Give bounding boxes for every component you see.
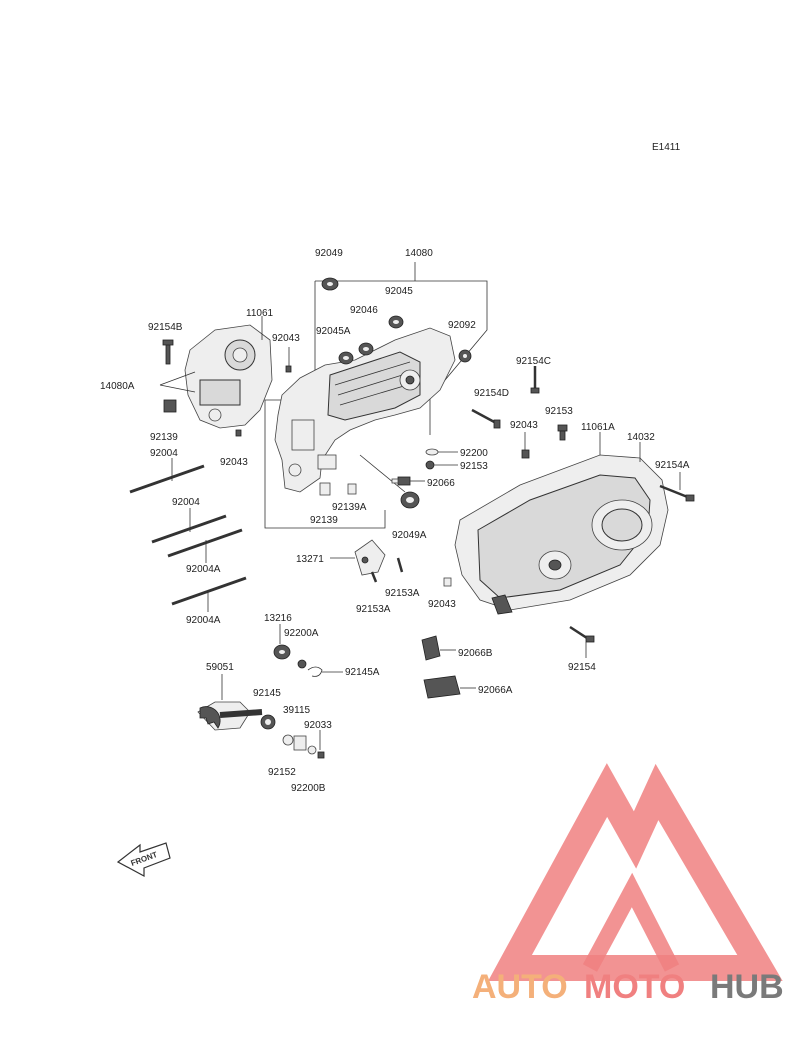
label-92139A: 92139A — [332, 502, 367, 513]
gear-13216 — [273, 644, 291, 660]
label-92154: 92154 — [568, 662, 596, 673]
label-92046: 92046 — [350, 305, 378, 316]
oil-seal-92049A — [400, 491, 420, 509]
label-92004A-b: 92004A — [186, 615, 221, 626]
pin-92043d — [443, 577, 452, 587]
label-92153-a: 92153 — [545, 406, 573, 417]
bolt-92154B — [162, 339, 174, 365]
label-92153-b: 92153 — [460, 461, 488, 472]
label-92045: 92045 — [385, 286, 413, 297]
watermark-hub: HUB — [710, 968, 784, 1006]
crankcase-right-14080A — [184, 324, 273, 429]
label-92154A: 92154A — [655, 460, 690, 471]
watermark-moto: MOTO — [584, 968, 685, 1006]
pin-92043a — [285, 365, 292, 373]
label-13271: 13271 — [296, 554, 324, 565]
bolt-92154 — [569, 625, 595, 643]
label-92004-b: 92004 — [172, 497, 200, 508]
label-92049A: 92049A — [392, 530, 427, 541]
pin-92043b — [235, 429, 242, 437]
label-92066B: 92066B — [458, 648, 493, 659]
clip-92033 — [317, 751, 325, 759]
label-92145: 92145 — [253, 688, 281, 699]
label-92153A-2: 92153A — [356, 604, 391, 615]
label-92066A: 92066A — [478, 685, 513, 696]
bolt-92153a — [557, 424, 568, 441]
damper-92066A — [423, 675, 461, 699]
label-92154C: 92154C — [516, 356, 551, 367]
label-92066: 92066 — [427, 478, 455, 489]
label-39115: 39115 — [283, 705, 311, 716]
bearing-92045A — [338, 351, 354, 365]
label-92200B: 92200B — [291, 783, 326, 794]
bolt-92154C — [530, 366, 540, 394]
washer-92200A — [297, 659, 307, 669]
label-11061: 11061 — [246, 308, 274, 319]
bushing-39115 — [293, 735, 307, 751]
diagram-code: E1411 — [652, 142, 681, 153]
watermark-logo: AUTO MOTO HUB — [472, 763, 784, 1006]
bearing-92046 — [358, 342, 374, 356]
bolt-92153A1 — [370, 571, 378, 583]
pin-92043c — [521, 449, 530, 459]
label-92004A-a: 92004A — [186, 564, 221, 575]
bolt-92153A2 — [396, 557, 404, 573]
washer-92200 — [425, 448, 439, 456]
label-92200A: 92200A — [284, 628, 319, 639]
label-92145A: 92145A — [345, 667, 380, 678]
label-13216: 13216 — [264, 613, 292, 624]
label-92045A: 92045A — [316, 326, 351, 337]
label-92154B: 92154B — [148, 322, 183, 333]
label-92139-a: 92139 — [150, 432, 178, 443]
bolt-92153 — [425, 460, 435, 470]
label-92153A-1: 92153A — [385, 588, 420, 599]
clutch-cover-11061A — [454, 454, 669, 615]
label-92092: 92092 — [448, 320, 476, 331]
stud-92004Ab — [171, 576, 247, 606]
group-bracket-14080 — [415, 280, 488, 435]
dowel-92139A — [347, 483, 357, 495]
stud-92004a — [129, 464, 205, 494]
label-92043-c: 92043 — [510, 420, 538, 431]
bolt-92154D — [471, 408, 501, 429]
dowel-92139b — [319, 482, 331, 496]
label-92043-b: 92043 — [220, 457, 248, 468]
damper-92066B — [421, 635, 441, 661]
spring-92145 — [260, 714, 276, 730]
label-92139-b: 92139 — [310, 515, 338, 526]
washer-92200B — [307, 745, 317, 755]
stud-92004b — [151, 514, 227, 544]
label-92043-a: 92043 — [272, 333, 300, 344]
label-14032: 14032 — [627, 432, 655, 443]
bearing-92092 — [458, 349, 472, 363]
washer-92152 — [282, 734, 294, 746]
bolt-92154A — [659, 484, 695, 502]
label-92049: 92049 — [315, 248, 343, 259]
label-92152: 92152 — [268, 767, 296, 778]
label-11061A: 11061A — [581, 422, 615, 433]
label-14080: 14080 — [405, 248, 433, 259]
label-59051: 59051 — [206, 662, 234, 673]
label-14080A: 14080A — [100, 381, 135, 392]
dowel-92139a — [163, 399, 177, 413]
crankcase-left-main — [274, 327, 456, 493]
bearing-92045 — [388, 315, 404, 329]
label-92154D: 92154D — [474, 388, 509, 399]
label-92004-a: 92004 — [150, 448, 178, 459]
label-92033: 92033 — [304, 720, 332, 731]
bearing-92049 — [321, 277, 339, 291]
label-92200: 92200 — [460, 448, 488, 459]
watermark-auto: AUTO — [472, 968, 568, 1006]
stud-92004Aa — [167, 528, 243, 558]
clip-92145A — [307, 666, 323, 677]
plate-13271 — [354, 539, 386, 576]
kick-shaft-59051 — [197, 701, 263, 731]
front-arrow: FRONT — [116, 842, 171, 878]
label-92043-d: 92043 — [428, 599, 456, 610]
